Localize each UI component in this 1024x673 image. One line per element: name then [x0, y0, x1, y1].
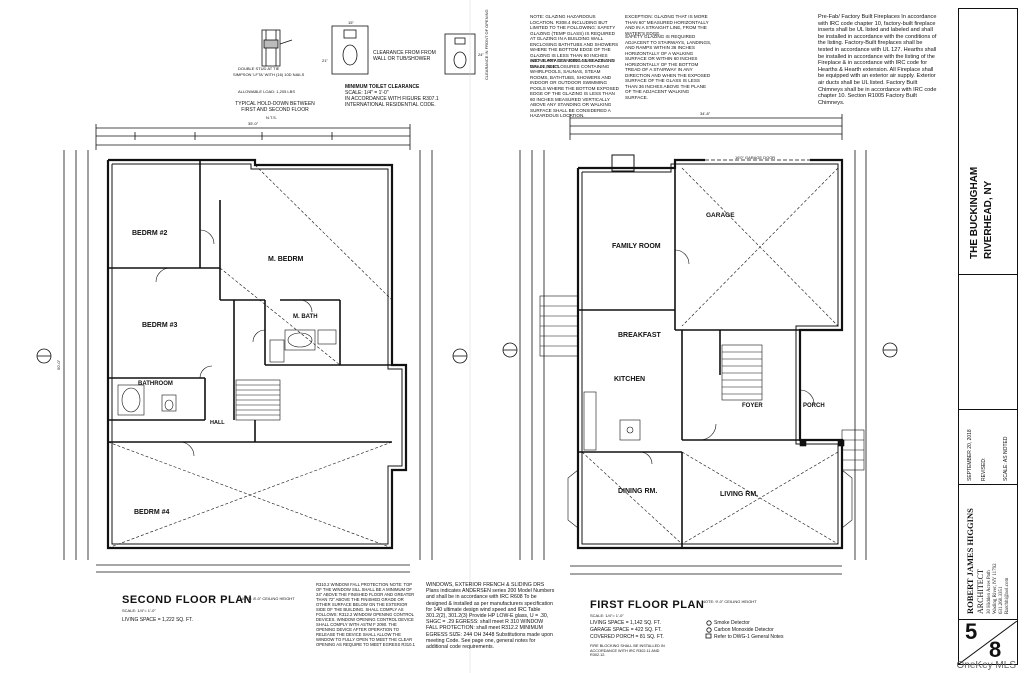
sheet-total: 8 — [989, 637, 1002, 662]
legend-co-detector: Carbon Monoxide Detector — [714, 627, 774, 633]
hold-down-line-3: ALLOWABLE LOAD: 1,205 LBS — [238, 89, 295, 94]
watermark-text: OneKey MLS — [956, 660, 1016, 671]
dim-21: 21" — [322, 58, 328, 63]
sheet-number: 5 — [965, 619, 978, 644]
hold-down-line-1: DOUBLE STUD AT TIE — [238, 66, 280, 71]
exception-note: EXCEPTION: GLAZING THAT IS MORE THAN 60"… — [625, 14, 709, 36]
room-m-bath: M. BATH — [293, 314, 318, 320]
architect-cell: ROBERT JAMES HIGGINS ARCHITECT 30 Hidden… — [959, 484, 1017, 620]
clearance-label: CLEARANCE FROM FROM WALL OR TUB/SHOWER — [373, 50, 436, 62]
hold-down-title: TYPICAL HOLD-DOWN BETWEEN FIRST AND SECO… — [235, 101, 315, 113]
room-bedrm-2: BEDRM #2 — [132, 230, 168, 237]
dim-24: 24" — [478, 52, 484, 57]
first-floor-living-space: LIVING SPACE = 1,142 SQ. FT. — [590, 620, 661, 626]
first-floor-overall-width: 34'-8" — [700, 111, 711, 116]
clearance-front-label: CLEARANCE IN FRONT OF OPENING — [484, 9, 489, 80]
room-family-room: FAMILY ROOM — [612, 243, 661, 250]
architect-phone: 631.260.3351 — [999, 586, 1004, 615]
window-fall-note: R310.2 WINDOW FALL PROTECTION NOTE: TOP … — [316, 582, 415, 647]
dim-15: 15" — [348, 20, 354, 25]
issue-date: SEPTEMBER 20, 2018 — [967, 429, 973, 481]
toilet-ref: IN ACCORDANCE WITH FIGURE R307.1 INTERNA… — [345, 96, 439, 108]
room-bedrm-4: BEDRM #4 — [134, 509, 170, 516]
architect-name: ROBERT JAMES HIGGINS — [965, 508, 975, 614]
second-floor-ceiling-note: NOTE: 8'-0" CEILING HEIGHT — [240, 596, 295, 601]
room-m-bedrm: M. BEDRM — [268, 256, 304, 263]
architect-address-1: 30 Hidden Acres Path — [987, 570, 992, 614]
room-bathroom: BATHROOM — [138, 381, 173, 387]
sheet-divider — [959, 621, 1017, 664]
revised-label: REVISED: — [981, 457, 987, 481]
room-garage: GARAGE — [706, 212, 735, 219]
room-living-rm: LIVING RM. — [720, 491, 759, 498]
hold-down-line-2: SIMPSON 'LFTA' WITH (16) 10D NAILS — [233, 72, 305, 77]
second-floor-scale: SCALE: 1/4"= 1'-0" — [122, 608, 156, 613]
second-floor-overall-depth: 50'-0" — [56, 359, 61, 370]
stairs-note: SAFETY GLAZING IS REQUIRED ADJACENT TO S… — [625, 34, 712, 100]
room-dining-rm: DINING RM. — [618, 488, 658, 495]
second-floor-overall-width: 35'-0" — [248, 121, 259, 126]
first-floor-title: FIRST FLOOR PLAN — [590, 599, 705, 611]
fire-blocking-note: FIRE BLOCKING SHALL BE INSTALLED IN ACCO… — [590, 644, 665, 658]
architect-email: Rarchhi@aol.com — [1005, 577, 1010, 614]
legend-smoke-detector: Smoke Detector — [714, 620, 750, 626]
second-floor-living-space: LIVING SPACE = 1,222 SQ. FT. — [122, 617, 193, 623]
legend-general-notes: Refer to DWG-1 General Notes — [714, 634, 784, 640]
first-floor-porch-space: COVERED PORCH = 81 SQ. FT. — [590, 634, 664, 640]
first-floor-scale: SCALE: 1/4"= 1'-0" — [590, 613, 624, 618]
project-cell: THE BUCKINGHAM RIVERHEAD, NY — [959, 9, 1017, 275]
wet-surfaces-note: WET SURFACES. R308.4.5 GLAZING IN WALLS,… — [530, 58, 619, 118]
first-floor-ceiling-note: NOTE: 9'-0" CEILING HEIGHT — [702, 599, 757, 604]
room-kitchen: KITCHEN — [614, 376, 646, 383]
room-bedrm-3: BEDRM #3 — [142, 322, 178, 329]
garage-door-label: 16'0" GARAGE DOOR — [735, 155, 776, 160]
project-name: THE BUCKINGHAM — [969, 166, 980, 259]
seal-cell — [959, 274, 1017, 410]
toilet-scale: SCALE: 1/4" = 1'-0" — [345, 90, 389, 96]
architect-title: ARCHITECT — [976, 569, 985, 614]
room-foyer: FOYER — [742, 403, 763, 409]
hold-down-scale: N.T.S. — [266, 115, 277, 120]
toilet-title: MINIMUM TOILET CLEARANCE — [345, 84, 420, 90]
title-block: THE BUCKINGHAM RIVERHEAD, NY SEPTEMBER 2… — [958, 8, 1018, 665]
fireplace-notes: Pre-Fab/ Factory Built Fireplaces In acc… — [818, 14, 937, 106]
architect-address-2: Wading River, NY 11792 — [993, 563, 998, 614]
first-floor-garage-space: GARAGE SPACE = 422 SQ. FT. — [590, 627, 662, 633]
second-floor-title: SECOND FLOOR PLAN — [122, 594, 253, 606]
room-porch: PORCH — [803, 403, 825, 409]
glazing-note: NOTE: GLAZING HAZARDOUS LOCATION. R308.4… — [530, 14, 619, 69]
date-cell: SEPTEMBER 20, 2018 REVISED: SCALE: AS NO… — [959, 409, 1017, 485]
room-hall: HALL — [210, 420, 225, 426]
titleblock-scale: SCALE: AS NOTED — [1003, 436, 1009, 481]
windows-note: WINDOWS, EXTERIOR FRENCH & SLIDING DRS P… — [426, 582, 555, 651]
sheet-number-cell: 5 8 — [959, 619, 1017, 664]
project-location: RIVERHEAD, NY — [983, 180, 994, 259]
room-breakfast: BREAKFAST — [618, 332, 661, 339]
